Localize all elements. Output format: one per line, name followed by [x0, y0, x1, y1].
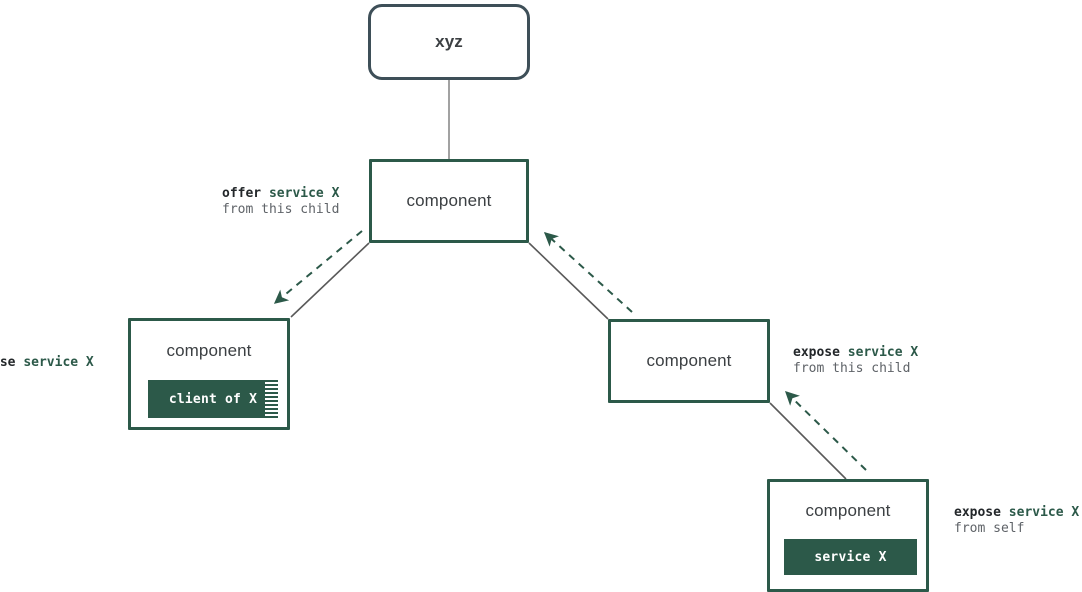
expose-child-annotation: expose service X from this child — [793, 345, 918, 377]
capability-badge-client-of-x[interactable]: client of X — [148, 380, 278, 418]
capability-badge-service-x[interactable]: service X — [784, 539, 917, 575]
node-component-bottom-right-label: component — [805, 501, 891, 520]
expose-self-annotation-line1: expose service X — [954, 505, 1079, 521]
expose-self-annotation-line2: from self — [954, 521, 1025, 536]
expose-child-annotation-capability: service X — [847, 345, 919, 360]
arrow-expose-self-to-right — [784, 391, 867, 471]
use-annotation: use service X — [0, 355, 94, 371]
offer-annotation: offer service X from this child — [222, 186, 339, 218]
node-component-right[interactable]: component — [608, 319, 770, 403]
use-annotation-capability: service X — [23, 355, 94, 370]
edge-middle-right — [528, 242, 609, 320]
capability-badge-service-x-label: service X — [814, 549, 887, 565]
edge-right-bottomright — [769, 402, 847, 480]
offer-annotation-line1: offer service X — [222, 186, 339, 202]
node-component-left[interactable]: component client of X — [128, 318, 290, 430]
node-component-bottom-right[interactable]: component service X — [767, 479, 929, 592]
node-xyz-label: xyz — [435, 32, 463, 51]
use-annotation-line1: use service X — [0, 355, 94, 371]
capability-badge-client-of-x-label: client of X — [168, 391, 258, 407]
node-component-middle-label: component — [406, 191, 492, 210]
offer-annotation-line2: from this child — [222, 202, 340, 217]
node-component-middle[interactable]: component — [369, 159, 529, 243]
node-component-right-label: component — [646, 351, 732, 370]
offer-annotation-verb: offer — [222, 186, 262, 201]
expose-self-annotation: expose service X from self — [954, 505, 1079, 537]
expose-child-annotation-line1: expose service X — [793, 345, 918, 361]
connector-pins-icon — [265, 380, 278, 418]
expose-child-annotation-line2: from this child — [793, 361, 911, 376]
expose-self-annotation-capability: service X — [1008, 505, 1080, 520]
edge-middle-left — [290, 242, 370, 318]
arrow-offer-to-left — [273, 230, 363, 304]
use-annotation-verb: use — [0, 355, 16, 370]
expose-self-annotation-verb: expose — [954, 505, 1001, 520]
expose-child-annotation-verb: expose — [793, 345, 840, 360]
offer-annotation-capability: service X — [268, 186, 340, 201]
node-xyz[interactable]: xyz — [368, 4, 530, 80]
arrow-expose-to-middle — [543, 232, 633, 313]
node-component-left-label: component — [166, 341, 252, 360]
